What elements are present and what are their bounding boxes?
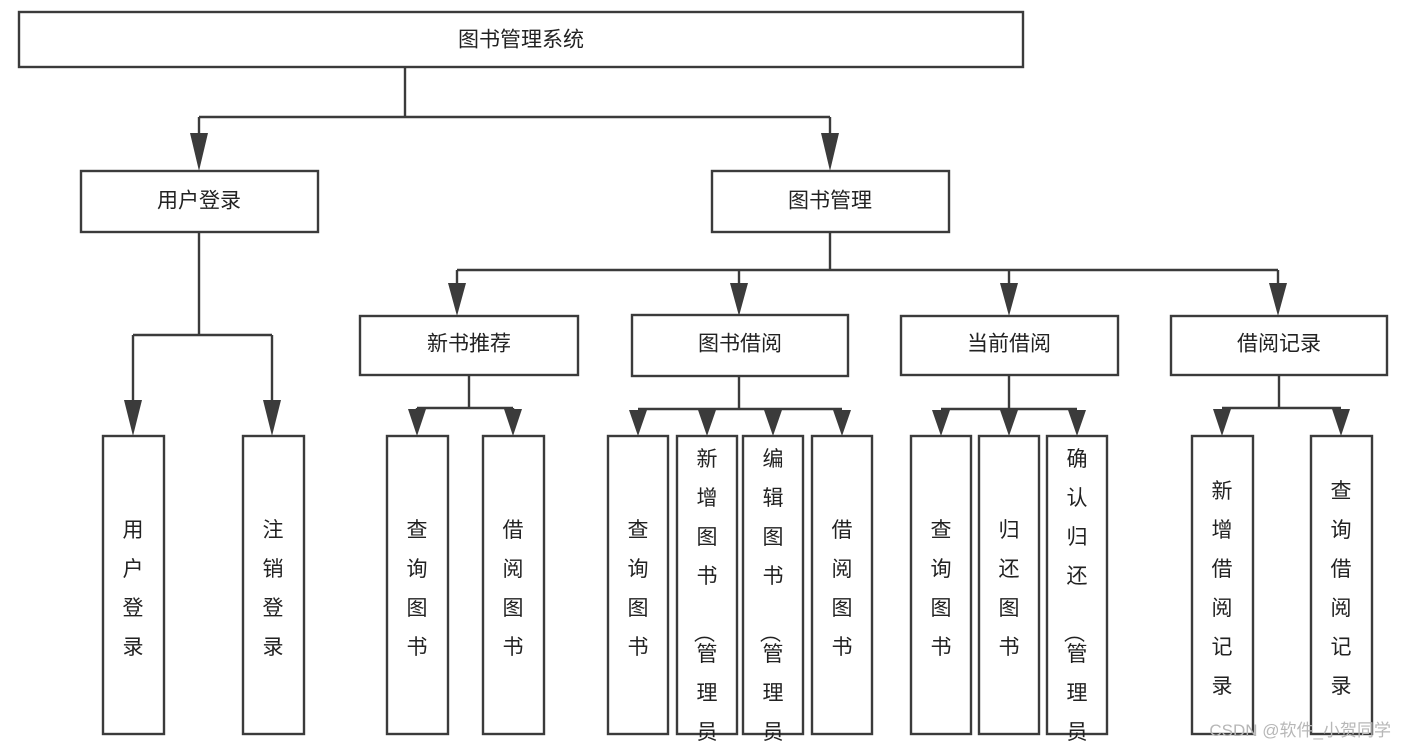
arrow-head-book-borrow [730, 283, 748, 316]
node-leaf-user-login-login[interactable]: 用户登录 [101, 434, 166, 736]
arrow-head-leaf-user-login-2 [263, 400, 281, 436]
node-box-leaf-user-login-login[interactable] [101, 434, 166, 736]
node-leaf-user-login-logout[interactable]: 注销登录 [241, 434, 306, 736]
node-leaf-cb-confirm-return[interactable]: 确认归还（管理员） [1045, 434, 1109, 747]
node-label-borrow-record: 借阅记录 [1237, 333, 1321, 356]
arrow-head-new-book-recommend [448, 283, 466, 316]
node-label-root: 图书管理系统 [458, 29, 584, 52]
node-box-book-management[interactable] [710, 169, 951, 234]
arrow-head-current-borrow [1000, 283, 1018, 316]
node-label-leaf-user-login-logout: 注销登录 [263, 519, 284, 659]
node-box-root[interactable] [17, 10, 1025, 69]
node-leaf-br-add-record[interactable]: 新增借阅记录 [1190, 434, 1255, 736]
node-box-leaf-bb-edit-book[interactable] [741, 434, 805, 736]
node-label-leaf-bb-borrow-book: 借阅图书 [832, 519, 853, 659]
arrow-head-leaf-bb-4 [833, 410, 851, 436]
arrow-head-leaf-bb-3 [764, 410, 782, 436]
node-label-new-book-recommend: 新书推荐 [427, 333, 511, 356]
node-leaf-nbr-borrow-book[interactable]: 借阅图书 [481, 434, 546, 736]
node-leaf-cb-query-book[interactable]: 查询图书 [909, 434, 973, 736]
node-label-current-borrow: 当前借阅 [967, 333, 1051, 356]
arrow-head-leaf-nbr-1 [408, 409, 426, 436]
node-label-leaf-br-add-record: 新增借阅记录 [1212, 480, 1233, 698]
node-box-current-borrow[interactable] [899, 314, 1120, 377]
arrow-head-leaf-user-login-1 [124, 400, 142, 436]
node-box-leaf-cb-return-book[interactable] [977, 434, 1041, 736]
node-label-leaf-cb-query-book: 查询图书 [931, 519, 952, 659]
node-box-leaf-br-add-record[interactable] [1190, 434, 1255, 736]
node-label-leaf-bb-add-book: 新增图书（管理员） [692, 448, 718, 747]
node-label-leaf-cb-return-book: 归还图书 [999, 519, 1020, 659]
node-user-login[interactable]: 用户登录 [79, 169, 320, 234]
node-leaf-cb-return-book[interactable]: 归还图书 [977, 434, 1041, 736]
node-label-user-login: 用户登录 [157, 190, 241, 213]
node-new-book-recommend[interactable]: 新书推荐 [358, 314, 580, 377]
node-root-book-management-system[interactable]: 图书管理系统 [17, 10, 1025, 69]
node-label-book-management: 图书管理 [788, 190, 872, 213]
node-leaf-bb-add-book[interactable]: 新增图书（管理员） [675, 434, 739, 747]
node-leaf-nbr-query-book[interactable]: 查询图书 [385, 434, 450, 736]
node-label-leaf-user-login-login: 用户登录 [123, 519, 144, 659]
node-box-book-borrow[interactable] [630, 313, 850, 378]
connector-group-book-borrow [629, 376, 851, 436]
node-box-leaf-cb-query-book[interactable] [909, 434, 973, 736]
node-box-leaf-bb-add-book[interactable] [675, 434, 739, 736]
arrow-head-leaf-bb-1 [629, 410, 647, 436]
connector-group-book-manage [448, 232, 1287, 316]
node-label-leaf-nbr-borrow-book: 借阅图书 [503, 519, 524, 659]
node-leaf-br-query-record[interactable]: 查询借阅记录 [1309, 434, 1374, 736]
arrow-head-borrow-record [1269, 283, 1287, 316]
node-box-leaf-nbr-borrow-book[interactable] [481, 434, 546, 736]
connector-group-current-borrow [932, 375, 1086, 436]
node-label-leaf-nbr-query-book: 查询图书 [407, 519, 428, 659]
node-box-leaf-cb-confirm-return[interactable] [1045, 434, 1109, 736]
arrow-head-leaf-cb-3 [1068, 410, 1086, 436]
arrow-head-leaf-nbr-2 [504, 409, 522, 436]
node-label-book-borrow: 图书借阅 [698, 333, 782, 356]
node-leaf-bb-borrow-book[interactable]: 借阅图书 [810, 434, 874, 736]
node-leaf-bb-query-book[interactable]: 查询图书 [606, 434, 670, 736]
node-box-user-login[interactable] [79, 169, 320, 234]
node-box-leaf-bb-borrow-book[interactable] [810, 434, 874, 736]
connector-group-root [190, 67, 839, 171]
node-book-borrow[interactable]: 图书借阅 [630, 313, 850, 378]
node-label-leaf-bb-query-book: 查询图书 [628, 519, 649, 659]
arrow-head-leaf-bb-2 [698, 410, 716, 436]
node-box-leaf-br-query-record[interactable] [1309, 434, 1374, 736]
arrow-head-leaf-cb-2 [1000, 410, 1018, 436]
arrow-head-leaf-cb-1 [932, 410, 950, 436]
connector-group-user-login [124, 232, 281, 436]
arrow-head-leaf-br-1 [1213, 409, 1231, 436]
node-box-leaf-nbr-query-book[interactable] [385, 434, 450, 736]
node-leaf-bb-edit-book[interactable]: 编辑图书（管理员） [741, 434, 805, 747]
node-box-borrow-record[interactable] [1169, 314, 1389, 377]
node-label-leaf-bb-edit-book: 编辑图书（管理员） [758, 448, 784, 747]
csdn-watermark: CSDN @软件_小贺同学 [1209, 721, 1391, 740]
connector-group-new-book-recommend [408, 375, 522, 436]
node-label-leaf-br-query-record: 查询借阅记录 [1331, 480, 1352, 698]
node-label-leaf-cb-confirm-return: 确认归还（管理员） [1062, 448, 1088, 747]
arrow-head-book-manage [821, 133, 839, 171]
node-current-borrow[interactable]: 当前借阅 [899, 314, 1120, 377]
connector-group-borrow-record [1213, 375, 1350, 436]
node-book-management[interactable]: 图书管理 [710, 169, 951, 234]
arrow-head-user-login [190, 133, 208, 171]
node-borrow-record[interactable]: 借阅记录 [1169, 314, 1389, 377]
node-box-leaf-user-login-logout[interactable] [241, 434, 306, 736]
arrow-head-leaf-br-2 [1332, 409, 1350, 436]
node-box-new-book-recommend[interactable] [358, 314, 580, 377]
node-box-leaf-bb-query-book[interactable] [606, 434, 670, 736]
